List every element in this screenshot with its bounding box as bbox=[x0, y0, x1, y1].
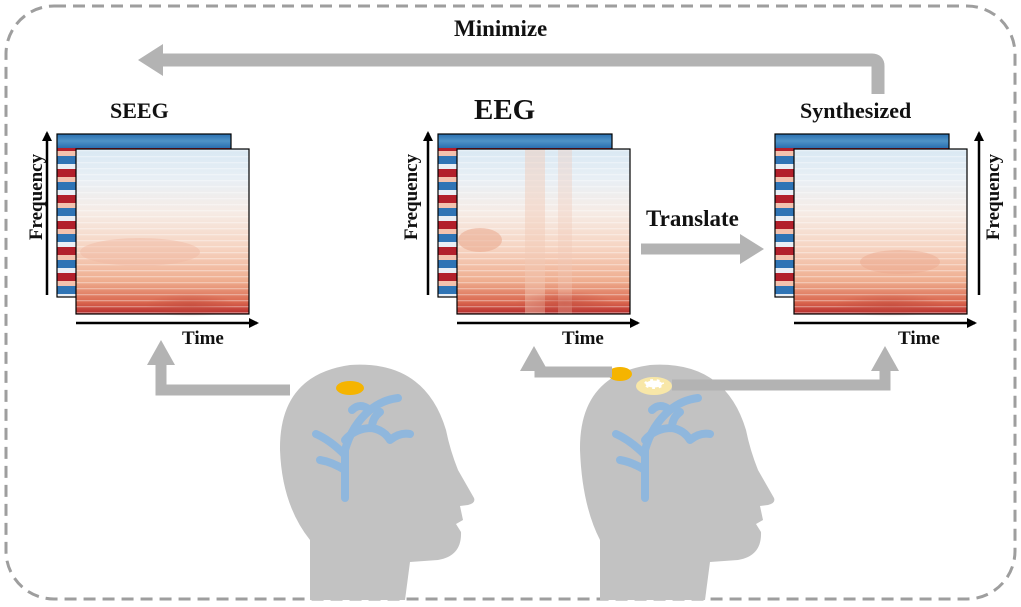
synthesized-title: Synthesized bbox=[800, 98, 912, 123]
eeg-source-arrow bbox=[534, 366, 612, 378]
seeg-x-axis-label: Time bbox=[182, 328, 224, 349]
eeg-x-axis-label: Time bbox=[562, 328, 604, 349]
synthesized-spectrogram-stack bbox=[774, 133, 968, 317]
eeg-head-illustration bbox=[579, 364, 775, 600]
eeg-y-axis-label: Frequency bbox=[401, 153, 422, 241]
synthesized-y-axis-label: Frequency bbox=[983, 153, 1004, 241]
minimize-arrow bbox=[160, 53, 885, 94]
synthesized-source-arrowhead bbox=[871, 346, 899, 371]
seeg-y-axis-label: Frequency bbox=[26, 153, 47, 241]
seeg-source-arrowhead bbox=[147, 340, 175, 365]
seeg-title: SEEG bbox=[110, 98, 169, 123]
loop-border bbox=[4, 4, 1017, 601]
translate-arrowhead bbox=[740, 234, 764, 264]
seeg-source-arrow bbox=[155, 362, 290, 396]
eeg-spectrogram-stack bbox=[437, 133, 631, 315]
eeg-source-arrowhead bbox=[520, 346, 548, 371]
translate-label: Translate bbox=[646, 206, 739, 231]
minimize-arrowhead bbox=[138, 44, 163, 76]
seeg-spectrogram-stack bbox=[56, 133, 250, 317]
eeg-title: EEG bbox=[474, 94, 536, 126]
synthesized-x-axis-label: Time bbox=[898, 328, 940, 349]
minimize-label: Minimize bbox=[454, 16, 548, 41]
synthesized-source-arrow bbox=[672, 368, 891, 391]
seeg-head-illustration bbox=[279, 364, 475, 600]
